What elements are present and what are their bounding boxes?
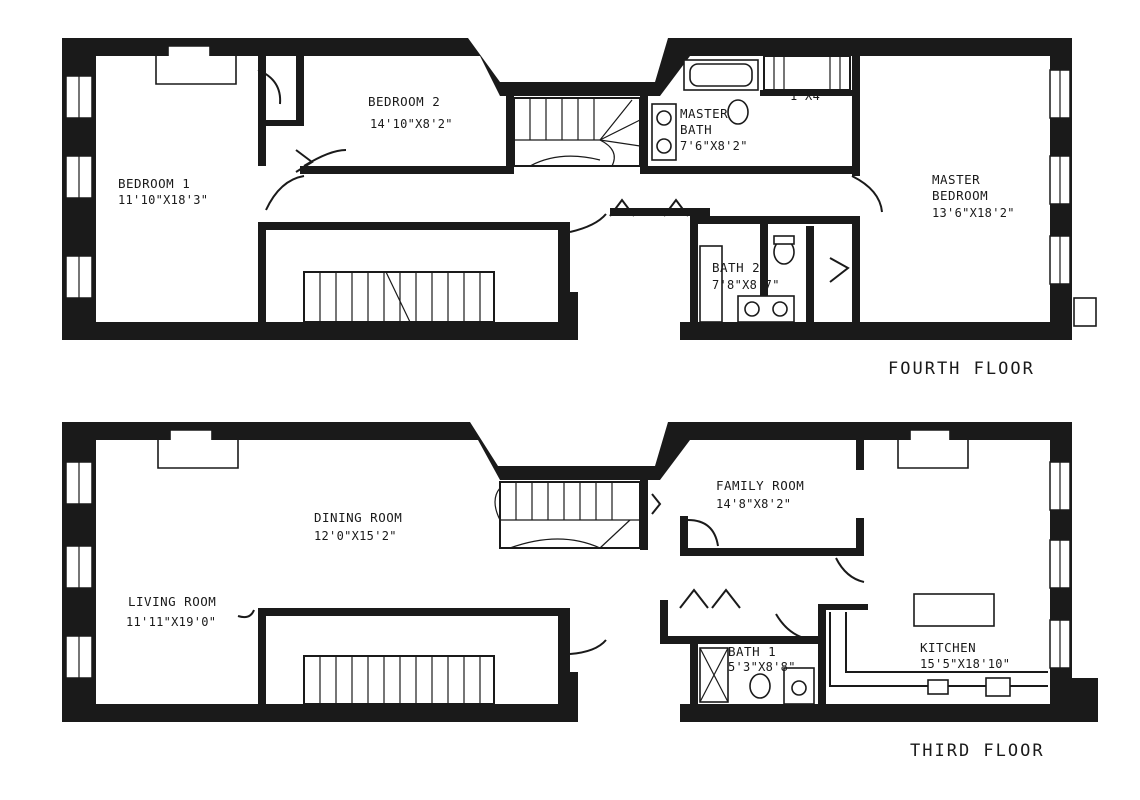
fourth-fireplace	[155, 56, 237, 85]
fourth-closet-lower	[303, 271, 495, 323]
third-floor-plan	[62, 422, 1098, 722]
fourth-balcony-box	[1073, 297, 1097, 327]
third-bath1-sink	[783, 667, 815, 705]
third-kitchen-sink	[927, 679, 949, 695]
third-kitchen-counter	[829, 612, 1048, 687]
third-floor-labels: LIVING ROOM 11'11"X19'0" DINING ROOM 12'…	[126, 478, 1045, 761]
bedroom-1-dims: 11'10"X18'3"	[118, 193, 208, 207]
bath-2-dims: 7'8"X8'7"	[712, 278, 780, 292]
master-bedroom-dims: 13'6"X18'2"	[932, 206, 1015, 220]
fourth-bath2-tub	[699, 245, 723, 323]
fourth-master-toilet	[727, 99, 749, 125]
third-closet-lower	[303, 655, 495, 705]
third-staircase	[494, 481, 641, 549]
third-floor-label: THIRD FLOOR	[910, 741, 1045, 761]
bath-2-name: BATH 2	[712, 260, 760, 275]
third-kitchen-stove	[985, 677, 1011, 697]
master-bath-name-line1: MASTER	[680, 106, 728, 121]
dining-room-name: DINING ROOM	[314, 510, 402, 525]
family-room-name: FAMILY ROOM	[716, 478, 804, 493]
third-kitchen-island	[913, 593, 995, 627]
dining-room-dims: 12'0"X15'2"	[314, 529, 397, 543]
master-bedroom-name-line2: BEDROOM	[932, 188, 988, 203]
master-bath-dims: 7'6"X8'2"	[680, 139, 748, 153]
bedroom-2-dims: 14'10"X8'2"	[370, 117, 453, 131]
bedroom-2-name: BEDROOM 2	[368, 94, 440, 109]
fourth-floor-label: FOURTH FLOOR	[888, 359, 1035, 379]
kitchen-dims: 15'5"X18'10"	[920, 657, 1010, 671]
fourth-floor-labels: BEDROOM 1 11'10"X18'3" BEDROOM 2 14'10"X…	[118, 89, 1035, 379]
closet-dims: 1'X4'	[790, 89, 828, 103]
bath-1-name: BATH 1	[728, 644, 776, 659]
kitchen-name: KITCHEN	[920, 640, 976, 655]
master-bedroom-name-line1: MASTER	[932, 172, 980, 187]
living-room-dims: 11'11"X19'0"	[126, 615, 216, 629]
third-bath1-toilet	[749, 673, 771, 699]
fourth-floor-plan	[62, 38, 1097, 340]
master-bath-name-line2: BATH	[680, 122, 712, 137]
fourth-staircase	[513, 97, 641, 167]
bedroom-1-name: BEDROOM 1	[118, 176, 190, 191]
bath-1-dims: 5'3"X8'8"	[728, 660, 796, 674]
third-fireplace-right	[897, 440, 969, 469]
third-fireplace-left	[157, 440, 239, 469]
living-room-name: LIVING ROOM	[128, 594, 216, 609]
family-room-dims: 14'8"X8'2"	[716, 497, 791, 511]
